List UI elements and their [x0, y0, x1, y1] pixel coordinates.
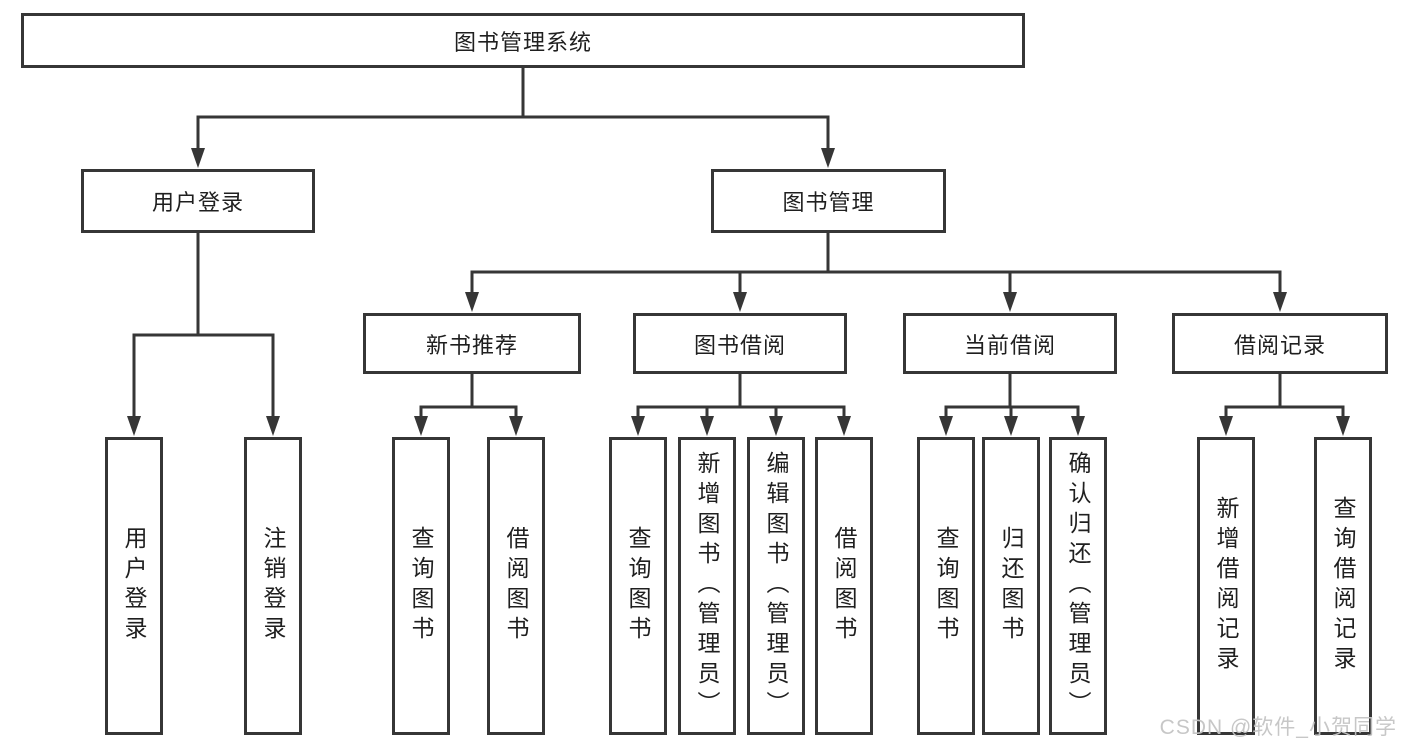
connector-current-borrow-split — [944, 374, 1080, 418]
leaf-query-books-borrowing: 查询图书 — [609, 437, 667, 735]
arrow-icon — [1336, 416, 1350, 436]
arrow-icon — [414, 416, 428, 436]
leaf-user-login: 用户登录 — [105, 437, 163, 735]
arrow-icon — [191, 148, 205, 168]
connector-book-borrow-split — [636, 374, 846, 418]
leaf-borrow-books-borrowing: 借阅图书 — [815, 437, 873, 735]
leaf-query-borrow-record: 查询借阅记录 — [1314, 437, 1372, 735]
node-book-borrowing: 图书借阅 — [633, 313, 847, 374]
leaf-query-books-current: 查询图书 — [917, 437, 975, 735]
node-book-management: 图书管理 — [711, 169, 946, 233]
leaf-add-borrow-record: 新增借阅记录 — [1197, 437, 1255, 735]
connector-new-book-rec-split — [419, 374, 518, 418]
leaf-edit-books-admin: 编辑图书（管理员） — [747, 437, 805, 735]
node-root-system: 图书管理系统 — [21, 13, 1025, 68]
connector-borrow-records-split — [1224, 374, 1345, 418]
arrow-icon — [1219, 416, 1233, 436]
leaf-logout: 注销登录 — [244, 437, 302, 735]
leaf-add-books-admin: 新增图书（管理员） — [678, 437, 736, 735]
arrow-icon — [1004, 416, 1018, 436]
leaf-query-books-recommend: 查询图书 — [392, 437, 450, 735]
arrow-icon — [509, 416, 523, 436]
leaf-confirm-return-admin: 确认归还（管理员） — [1049, 437, 1107, 735]
arrow-icon — [1273, 292, 1287, 312]
arrow-icon — [1071, 416, 1085, 436]
arrow-icon — [1003, 292, 1017, 312]
arrow-icon — [127, 416, 141, 436]
arrowheads — [127, 148, 1350, 436]
arrow-icon — [733, 292, 747, 312]
arrow-icon — [700, 416, 714, 436]
leaf-return-books: 归还图书 — [982, 437, 1040, 735]
arrow-icon — [939, 416, 953, 436]
node-user-login: 用户登录 — [81, 169, 315, 233]
csdn-watermark: CSDN @软件_小贺同学 — [1159, 716, 1397, 739]
connector-book-mgmt-split — [470, 233, 1282, 294]
node-borrowing-records: 借阅记录 — [1172, 313, 1388, 374]
arrow-icon — [821, 148, 835, 168]
connector-root-split — [196, 68, 830, 150]
arrow-icon — [837, 416, 851, 436]
arrow-icon — [769, 416, 783, 436]
node-new-book-recommendation: 新书推荐 — [363, 313, 581, 374]
connector-user-login-split — [132, 233, 275, 418]
arrow-icon — [631, 416, 645, 436]
arrow-icon — [266, 416, 280, 436]
leaf-borrow-books-recommend: 借阅图书 — [487, 437, 545, 735]
node-current-borrowing: 当前借阅 — [903, 313, 1117, 374]
arrow-icon — [465, 292, 479, 312]
